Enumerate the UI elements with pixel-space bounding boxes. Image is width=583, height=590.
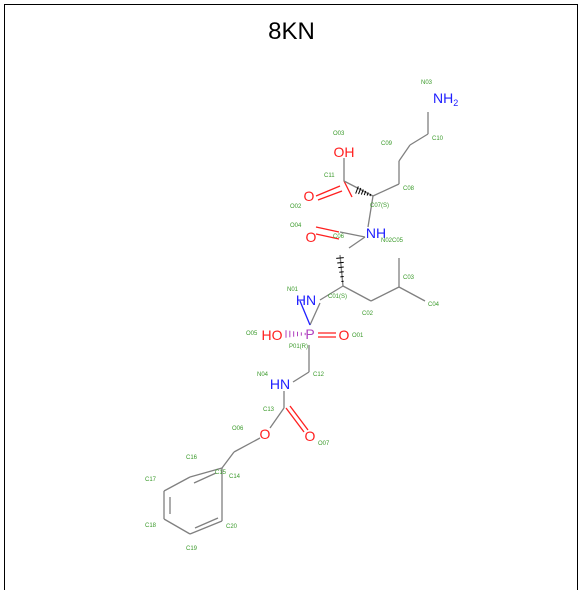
- bond-c18-c19: [164, 519, 190, 534]
- atom-oh: OH: [334, 144, 355, 160]
- atom-label-o04: O04: [290, 223, 302, 229]
- bond-layer: [164, 112, 428, 534]
- atom-label-c06: C06: [333, 234, 345, 240]
- bond-c06-o04: [316, 227, 339, 232]
- atom-label-c11: C11: [324, 173, 335, 179]
- bond-n02-c06: [349, 237, 365, 248]
- bond-aromatic-inner-2: [195, 518, 218, 528]
- bond-c12-n04: [293, 372, 309, 382]
- atom-label-c05: C05: [392, 238, 404, 244]
- atom-subscript: 2: [453, 98, 458, 108]
- atom-label-c16: C16: [186, 455, 198, 461]
- atom-o3: O: [339, 327, 350, 343]
- stereo-bond-c01-hash: [338, 267, 343, 268]
- atom-label-n02: N02: [381, 238, 393, 244]
- atom-label-c07s: C07(S): [370, 203, 389, 209]
- stereo-bond-c01-hash: [336, 258, 344, 259]
- bond-c08-c07: [373, 184, 399, 196]
- atom-label-c18: C18: [145, 523, 157, 529]
- atom-label-o03: O03: [333, 131, 345, 137]
- bond-c10-c09: [410, 134, 428, 145]
- atom-label-o02: O02: [290, 204, 302, 210]
- bond-c03-c04: [399, 287, 425, 301]
- atom-p: P: [305, 326, 314, 342]
- atom-label-c10: C10: [432, 136, 444, 142]
- atom-label-c03: C03: [403, 275, 415, 281]
- atom-hn1: HN: [296, 292, 316, 308]
- stereo-bond-p01: [286, 330, 305, 338]
- atom-label-c13: C13: [263, 407, 275, 413]
- atom-label-o05: O05: [246, 331, 258, 337]
- bond-c02-c03: [371, 287, 399, 301]
- atom-label-c09: C09: [381, 141, 393, 147]
- atom-o1: O: [304, 188, 315, 204]
- bond-c16-c17: [164, 477, 190, 491]
- atom-label-c20: C20: [226, 524, 238, 530]
- atom-label-c01s: C01(S): [328, 294, 347, 300]
- atom-label-c17: C17: [145, 477, 157, 483]
- stereo-bond-c01-hash: [337, 262, 343, 263]
- atom-label-o01: O01: [352, 333, 364, 339]
- atom-label-c02: C02: [362, 311, 374, 317]
- atom-label-o07: O07: [318, 441, 330, 447]
- bond-c11-o02: [316, 186, 340, 196]
- bond-o06-c14: [234, 438, 260, 452]
- bond-c14-c15: [222, 452, 234, 468]
- atom-label-n04: N04: [257, 372, 269, 378]
- atom-o4: O: [260, 426, 271, 442]
- bond-c01-c02: [343, 286, 371, 301]
- atom-label-c04: C04: [428, 302, 440, 308]
- atom-ho: HO: [262, 327, 283, 343]
- atom-label-c15: C15: [215, 470, 227, 476]
- atom-label-c14: C14: [229, 474, 241, 480]
- atom-label-c12: C12: [313, 372, 325, 378]
- atom-o2: O: [306, 229, 317, 245]
- bond-c07-n02: [368, 196, 373, 227]
- atom-nh2: NH2: [433, 90, 458, 108]
- atom-label-p01r: P01(R): [289, 344, 308, 350]
- bond-c11-o02-double: [318, 191, 342, 200]
- atom-label-c19: C19: [186, 546, 198, 552]
- atom-hn2: HN: [270, 376, 290, 392]
- atom-label-n01: N01: [287, 287, 299, 293]
- atom-label-n03: N03: [421, 80, 433, 86]
- atom-label-o06: O06: [232, 426, 244, 432]
- bond-c09-c08a: [399, 145, 410, 161]
- atom-label-c08: C08: [403, 186, 415, 192]
- atom-o5: O: [305, 428, 316, 444]
